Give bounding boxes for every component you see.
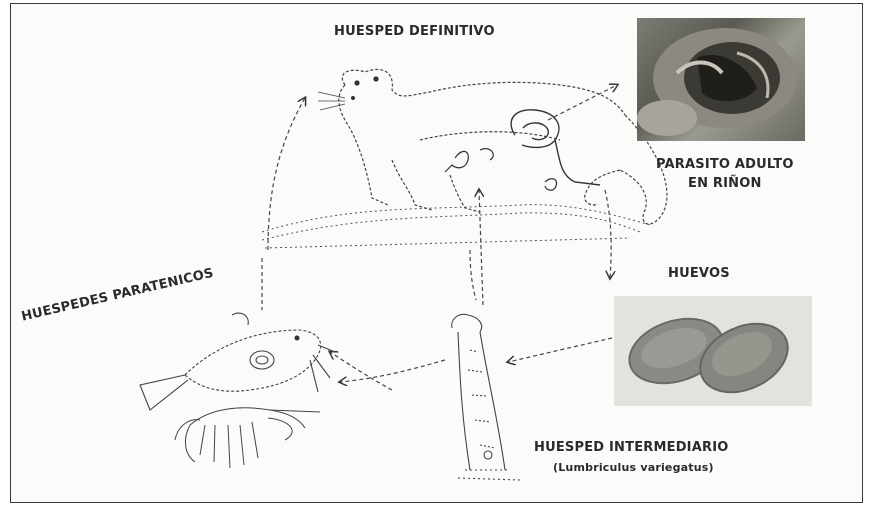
mink-whiskers: [318, 92, 345, 110]
definitive-host-label: HUESPED DEFINITIVO: [334, 24, 495, 39]
fish-illustration: [140, 313, 335, 410]
life-cycle-arrows: [268, 85, 617, 390]
connector-lines: [262, 250, 476, 310]
intermediate-host-species-label: (Lumbriculus variegatus): [553, 461, 714, 474]
arrow-intermediate-to-definitive: [479, 190, 483, 305]
crayfish-illustration: [175, 408, 320, 468]
adult-parasite-photo: [637, 18, 805, 141]
intermediate-host-label: HUESPED INTERMEDIARIO: [534, 440, 728, 455]
arrow-to-eggs: [605, 190, 611, 278]
arrow-kidney-to-adult-photo: [548, 85, 617, 120]
mink-head-details: [351, 76, 379, 100]
intestine-organ: [445, 149, 557, 191]
eggs-photo-detail: [614, 296, 812, 406]
ground-terrain: [262, 205, 650, 248]
arrow-worm-to-shrimp: [340, 360, 445, 382]
eggs-label: HUEVOS: [668, 266, 730, 281]
mink-illustration: [339, 69, 667, 224]
adult-parasite-label: PARASITO ADULTO EN RIÑON: [656, 155, 794, 193]
adult-parasite-label-line1: PARASITO ADULTO: [656, 155, 794, 174]
fish-eye: [295, 336, 300, 341]
arrow-eggs-to-worm: [508, 338, 612, 362]
arrow-worm-to-fish: [330, 352, 392, 390]
kidney-organ: [511, 110, 600, 185]
adult-parasite-label-line2: EN RIÑON: [656, 174, 794, 193]
arrow-paratenic-to-definitive: [268, 98, 305, 250]
eggs-photo: [614, 296, 812, 406]
worm-illustration: [452, 314, 520, 480]
kidney-photo-detail: [637, 18, 805, 141]
